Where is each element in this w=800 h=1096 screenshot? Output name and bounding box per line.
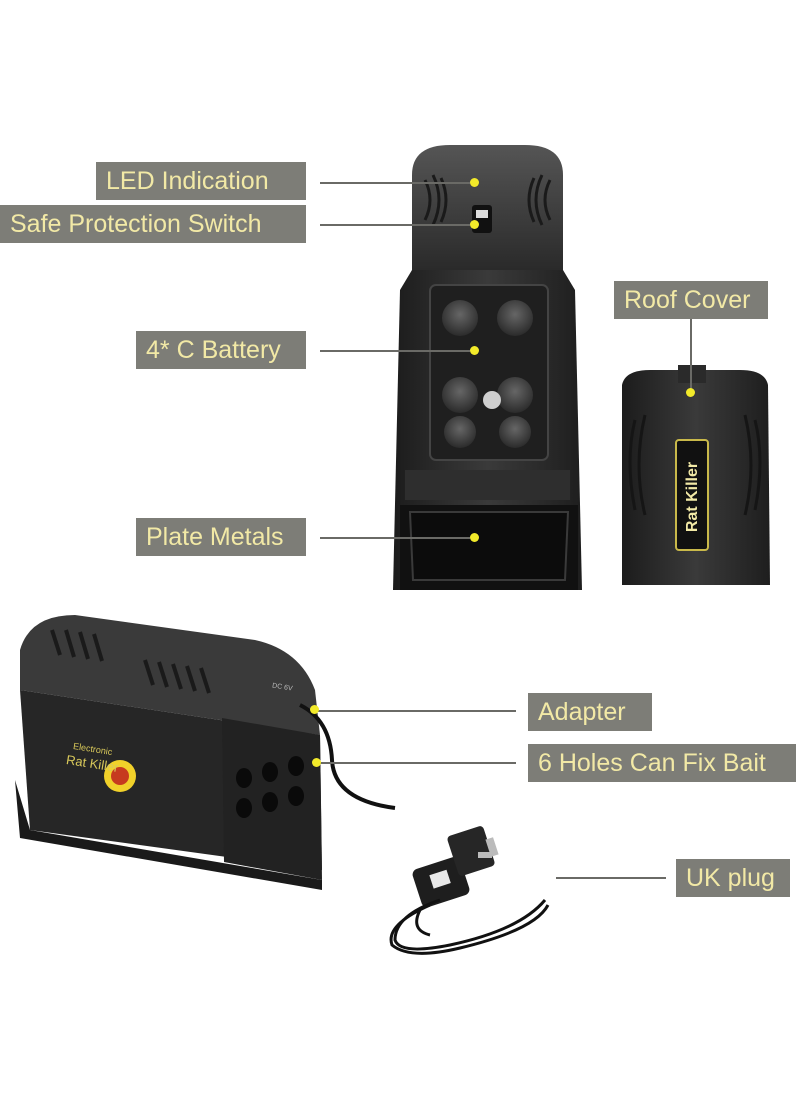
- marker-plate-metals: [470, 533, 479, 542]
- cover-brand-text: Rat Killer: [684, 461, 701, 533]
- marker-roof-cover: [686, 388, 695, 397]
- leader-bait-holes: [318, 762, 516, 764]
- leader-uk-plug: [556, 877, 666, 879]
- leader-battery: [320, 350, 470, 352]
- marker-adapter: [310, 705, 319, 714]
- marker-safe-protection-switch: [470, 220, 479, 229]
- label-roof-cover: Roof Cover: [614, 281, 768, 319]
- marker-battery: [470, 346, 479, 355]
- uk-plug-illustration: [389, 826, 550, 955]
- label-bait-holes: 6 Holes Can Fix Bait: [528, 744, 796, 782]
- label-adapter: Adapter: [528, 693, 652, 731]
- leader-led-indication: [320, 182, 470, 184]
- open-trap-top-view: [393, 145, 582, 590]
- label-uk-plug: UK plug: [676, 859, 790, 897]
- leader-safe-protection-switch: [320, 224, 470, 226]
- leader-roof-cover: [690, 319, 692, 389]
- leader-adapter: [316, 710, 516, 712]
- label-safe-protection-switch: Safe Protection Switch: [0, 205, 306, 243]
- marker-bait-holes: [312, 758, 321, 767]
- label-plate-metals: Plate Metals: [136, 518, 306, 556]
- label-battery: 4* C Battery: [136, 331, 306, 369]
- assembled-trap-illustration: [15, 615, 396, 890]
- leader-plate-metals: [320, 537, 470, 539]
- roof-cover-illustration: [622, 365, 770, 585]
- label-led-indication: LED Indication: [96, 162, 306, 200]
- marker-led-indication: [470, 178, 479, 187]
